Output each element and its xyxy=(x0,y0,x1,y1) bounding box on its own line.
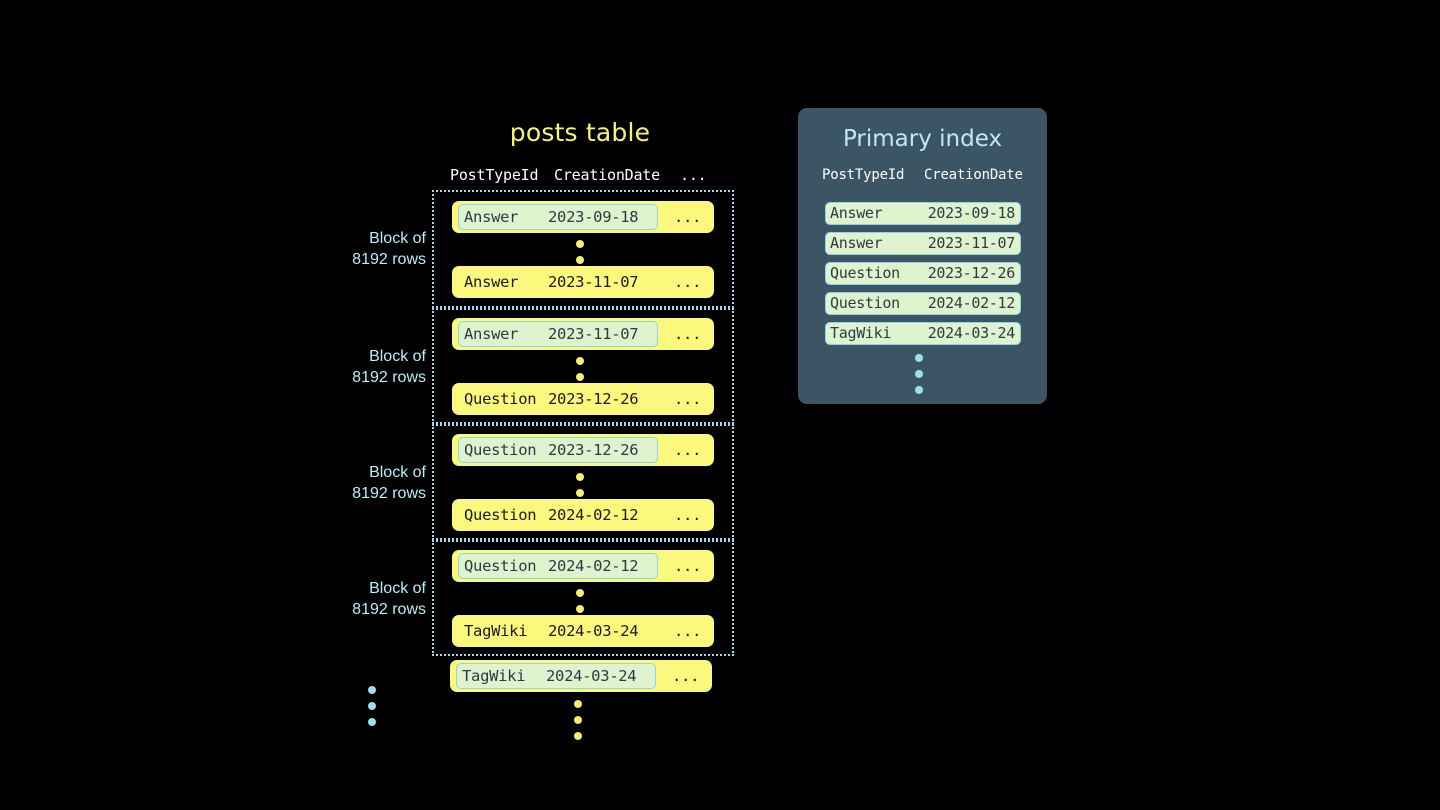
index-cell-posttypeid: Answer xyxy=(830,234,883,252)
index-cell-posttypeid: Answer xyxy=(830,204,883,222)
primary-index-column-headers: PostTypeId CreationDate xyxy=(798,167,1047,187)
blocks-continue-dots xyxy=(368,686,378,726)
index-row: Question 2023-12-26 xyxy=(825,262,1021,285)
table-row: Answer 2023-11-07 ... xyxy=(452,318,714,350)
index-continues-dots xyxy=(915,354,925,394)
cell-creationdate: 2024-02-12 xyxy=(548,557,639,575)
primary-index-title: Primary index xyxy=(842,126,1003,152)
block-2-label-line1: Block of xyxy=(369,348,426,365)
cell-ellipsis: ... xyxy=(674,273,702,291)
boundary-highlight-box xyxy=(458,204,658,230)
table-row: Answer 2023-09-18 ... xyxy=(452,201,714,233)
posts-table-title: posts table xyxy=(509,118,651,147)
table-continues-dots xyxy=(574,700,584,740)
index-column-header-posttypeid: PostTypeId xyxy=(822,167,905,183)
block-4: Block of 8192 rows Question 2024-02-12 .… xyxy=(352,540,734,656)
index-cell-posttypeid: TagWiki xyxy=(830,324,892,342)
index-row: Answer 2023-09-18 xyxy=(825,202,1021,225)
cell-ellipsis: ... xyxy=(674,622,702,640)
cell-creationdate: 2024-03-24 xyxy=(546,667,637,685)
boundary-highlight-box xyxy=(458,437,658,463)
cell-ellipsis: ... xyxy=(674,390,702,408)
block-3-label-line2: 8192 rows xyxy=(352,485,426,502)
cell-posttypeid: Question xyxy=(464,441,537,459)
boundary-highlight-box xyxy=(458,553,658,579)
cell-creationdate: 2023-11-07 xyxy=(548,273,639,291)
index-row: TagWiki 2024-03-24 xyxy=(825,322,1021,345)
block-3: Block of 8192 rows Question 2023-12-26 .… xyxy=(352,424,734,540)
index-cell-creationdate: 2023-09-18 xyxy=(927,204,1016,222)
block-2-label-line2: 8192 rows xyxy=(352,369,426,386)
table-row: TagWiki 2024-03-24 ... xyxy=(452,615,714,647)
block-1: Block of 8192 rows Answer 2023-09-18 ...… xyxy=(352,190,734,308)
cell-creationdate: 2024-02-12 xyxy=(548,506,639,524)
index-cell-creationdate: 2024-03-24 xyxy=(927,324,1016,342)
block-4-label-line2: 8192 rows xyxy=(352,601,426,618)
cell-creationdate: 2023-12-26 xyxy=(548,441,639,459)
cell-posttypeid: TagWiki xyxy=(462,667,526,685)
cell-creationdate: 2023-11-07 xyxy=(548,325,639,343)
cell-ellipsis: ... xyxy=(674,441,702,459)
table-row: Question 2023-12-26 ... xyxy=(452,383,714,415)
cell-ellipsis: ... xyxy=(672,667,700,685)
cell-creationdate: 2023-09-18 xyxy=(548,208,639,226)
block-1-label: Block of 8192 rows xyxy=(322,228,426,270)
cell-posttypeid: Answer xyxy=(464,273,519,291)
cell-ellipsis: ... xyxy=(674,506,702,524)
table-row: Question 2023-12-26 ... xyxy=(452,434,714,466)
block-2-label: Block of 8192 rows xyxy=(322,346,426,388)
index-cell-creationdate: 2023-12-26 xyxy=(927,264,1016,282)
cell-posttypeid: Answer xyxy=(464,325,519,343)
column-header-ellipsis: ... xyxy=(680,166,707,184)
cell-creationdate: 2024-03-24 xyxy=(548,622,639,640)
block-4-label: Block of 8192 rows xyxy=(322,578,426,620)
boundary-highlight-box xyxy=(456,663,656,689)
block-2: Block of 8192 rows Answer 2023-11-07 ...… xyxy=(352,308,734,424)
posts-table-column-headers: PostTypeId CreationDate ... xyxy=(432,166,722,188)
cell-ellipsis: ... xyxy=(674,208,702,226)
cell-posttypeid: Question xyxy=(464,390,537,408)
block-1-label-line1: Block of xyxy=(369,230,426,247)
cell-posttypeid: TagWiki xyxy=(464,622,528,640)
cell-posttypeid: Question xyxy=(464,506,537,524)
index-cell-creationdate: 2023-11-07 xyxy=(927,234,1016,252)
column-header-creationdate: CreationDate xyxy=(554,166,660,184)
block-4-label-line1: Block of xyxy=(369,580,426,597)
table-row: Question 2024-02-12 ... xyxy=(452,499,714,531)
primary-index-panel: Primary index PostTypeId CreationDate An… xyxy=(798,108,1047,404)
index-column-header-creationdate: CreationDate xyxy=(924,167,1023,183)
table-row: Answer 2023-11-07 ... xyxy=(452,266,714,298)
index-row: Answer 2023-11-07 xyxy=(825,232,1021,255)
index-cell-posttypeid: Question xyxy=(830,294,900,312)
boundary-highlight-box xyxy=(458,321,658,347)
cell-creationdate: 2023-12-26 xyxy=(548,390,639,408)
block-3-label: Block of 8192 rows xyxy=(322,462,426,504)
column-header-posttypeid: PostTypeId xyxy=(450,166,539,184)
cell-posttypeid: Answer xyxy=(464,208,519,226)
block-1-label-line2: 8192 rows xyxy=(352,251,426,268)
index-cell-creationdate: 2024-02-12 xyxy=(927,294,1016,312)
cell-ellipsis: ... xyxy=(674,557,702,575)
cell-posttypeid: Question xyxy=(464,557,537,575)
index-cell-posttypeid: Question xyxy=(830,264,900,282)
index-row: Question 2024-02-12 xyxy=(825,292,1021,315)
cell-ellipsis: ... xyxy=(674,325,702,343)
table-row: Question 2024-02-12 ... xyxy=(452,550,714,582)
table-row: TagWiki 2024-03-24 ... xyxy=(450,660,712,692)
block-3-label-line1: Block of xyxy=(369,464,426,481)
